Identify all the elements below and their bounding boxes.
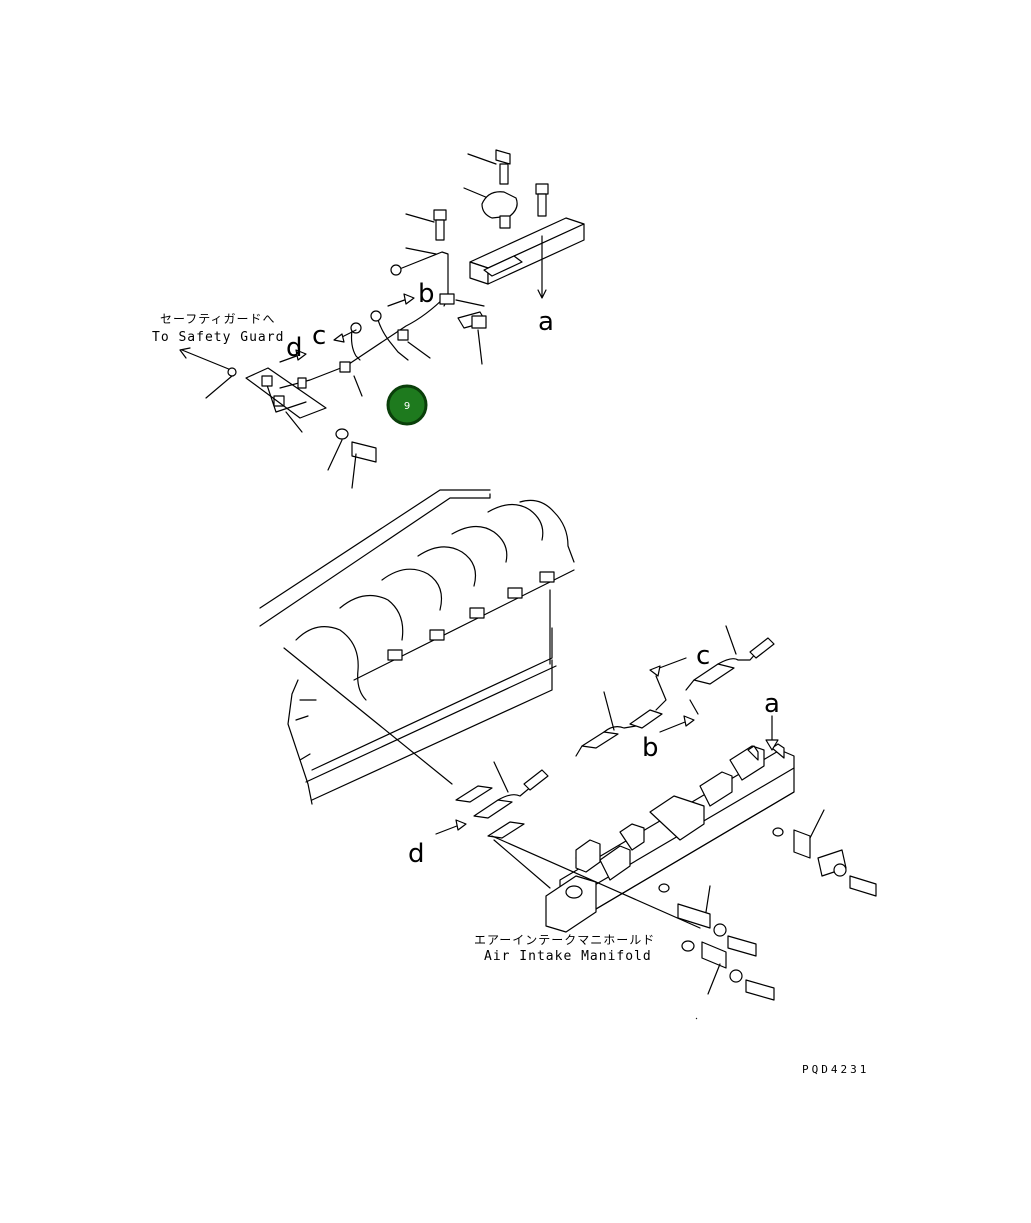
callout-d-bottom: d	[408, 839, 425, 869]
bolt-top-4	[457, 311, 487, 365]
arrow-d-top	[279, 349, 307, 363]
safety-guard-label-jp: セーフティガードへ	[160, 312, 276, 326]
bolt-top-2	[535, 183, 549, 217]
washer-top	[327, 428, 349, 471]
arrow-b-top	[387, 293, 415, 307]
callout-b-top: b	[418, 279, 435, 309]
callout-a-top: a	[538, 307, 554, 337]
bolt-top-3	[405, 209, 447, 241]
item-number-badge[interactable]: 9	[386, 384, 428, 426]
mounting-bracket	[469, 217, 585, 299]
bracket-right	[772, 809, 877, 897]
manifold-label-en: Air Intake Manifold	[484, 949, 652, 964]
bracket-bottom	[681, 940, 775, 1001]
gasket-set-b	[575, 691, 663, 757]
bolt-top-5	[351, 441, 377, 489]
stray-mark	[695, 1017, 698, 1020]
callout-c-bottom: c	[696, 641, 710, 671]
callout-d-top: d	[286, 333, 303, 363]
safety-guard-label-en: To Safety Guard	[152, 330, 284, 345]
callout-b-bottom: b	[642, 733, 659, 763]
manifold-label-jp: エアーインテークマニホールド	[474, 933, 655, 947]
bracket-middle	[658, 883, 757, 957]
arrow-c-top	[333, 329, 357, 343]
air-intake-manifold	[491, 743, 795, 933]
wire-harness-top	[245, 247, 485, 433]
bolt-top-1	[467, 149, 511, 185]
engine-block	[259, 489, 575, 805]
arrow-c-bottom	[649, 657, 687, 711]
gasket-set-c	[685, 625, 775, 691]
arrow-b-bottom	[659, 699, 699, 733]
item-number-label: 9	[404, 401, 410, 412]
callout-c-top: c	[312, 321, 326, 351]
callout-a-bottom: a	[764, 689, 780, 719]
arrow-a-bottom	[765, 715, 779, 751]
arrow-d-bottom	[435, 819, 467, 835]
gasket-set-d	[455, 761, 549, 839]
solenoid-valve	[463, 187, 518, 229]
arrow-to-safety-guard	[179, 347, 237, 399]
drawing-code: PQD4231	[802, 1063, 869, 1076]
